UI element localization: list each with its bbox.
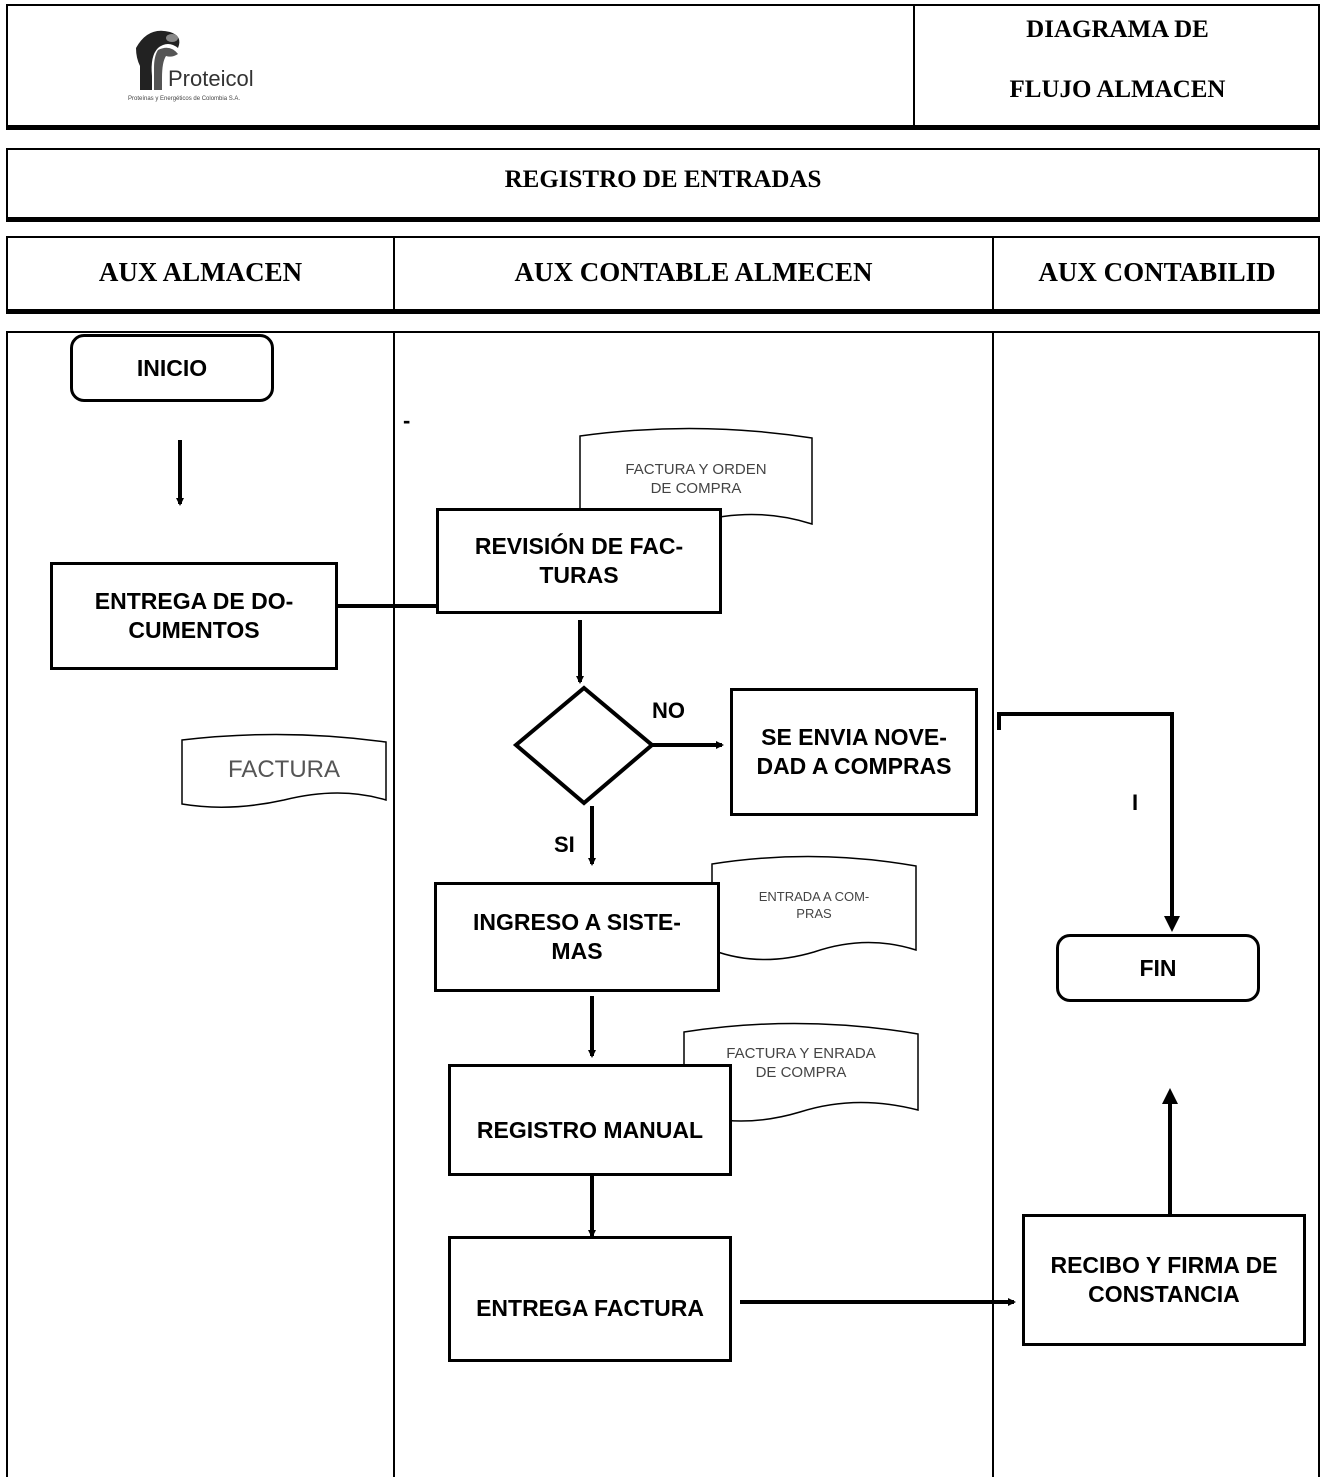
- node-send-news: SE ENVIA NOVE- DAD A COMPRAS: [730, 688, 978, 816]
- decision-diamond: [512, 685, 656, 806]
- node-system-entry-label: INGRESO A SISTE- MAS: [473, 909, 681, 964]
- edge-label-i: I: [1132, 790, 1139, 815]
- doc-title-line1: DIAGRAMA DE: [1026, 16, 1209, 43]
- node-manual-record: REGISTRO MANUAL: [448, 1064, 732, 1176]
- node-end: FIN: [1056, 934, 1260, 1002]
- node-deliver-invoice: ENTREGA FACTURA: [448, 1236, 732, 1362]
- node-system-entry: INGRESO A SISTE- MAS: [434, 882, 720, 992]
- company-logo: Proteicol Proteínas y Energéticos de Col…: [128, 18, 308, 118]
- header-frame: [6, 4, 1320, 130]
- node-review-invoices-label: REVISIÓN DE FAC- TURAS: [474, 533, 684, 588]
- lane-border-right: [1318, 331, 1320, 1477]
- node-start-label: INICIO: [136, 354, 208, 381]
- node-deliver-docs: ENTREGA DE DO- CUMENTOS: [50, 562, 338, 670]
- section-title-frame: [6, 148, 1320, 222]
- lane-header-divider-2: [992, 236, 994, 311]
- lane-divider-1: [393, 331, 395, 1477]
- node-start: INICIO: [70, 334, 274, 402]
- doc-title-line2: FLUJO ALMACEN: [1009, 76, 1226, 103]
- doc-invoice-label: FACTURA: [227, 756, 340, 783]
- header-divider: [913, 4, 915, 127]
- doc-entry-purchases-label: ENTRADA A COM- PRAS: [758, 889, 870, 921]
- lane-divider-2: [992, 331, 994, 1477]
- edge-label-si: SI: [554, 832, 575, 857]
- doc-invoice-order-label: FACTURA Y ORDEN DE COMPRA: [625, 461, 767, 497]
- doc-shape-invoice-entry: [683, 1022, 919, 1122]
- node-deliver-docs-label: ENTREGA DE DO- CUMENTOS: [94, 588, 294, 643]
- node-receipt-sign: RECIBO Y FIRMA DE CONSTANCIA: [1022, 1214, 1306, 1346]
- node-manual-record-label: REGISTRO MANUAL: [476, 1117, 704, 1143]
- node-review-invoices: REVISIÓN DE FAC- TURAS: [436, 508, 722, 614]
- node-end-label: FIN: [1139, 954, 1177, 981]
- section-title: REGISTRO DE ENTRADAS: [504, 166, 822, 193]
- doc-shape-invoice: [181, 733, 387, 808]
- lane-header-divider-1: [393, 236, 395, 311]
- node-send-news-label: SE ENVIA NOVE- DAD A COMPRAS: [756, 724, 952, 779]
- doc-invoice-entry-label: FACTURA Y ENRADA DE COMPRA: [726, 1045, 876, 1081]
- node-receipt-sign-label: RECIBO Y FIRMA DE CONSTANCIA: [1050, 1252, 1278, 1307]
- company-tagline: Proteínas y Energéticos de Colombia S.A.: [128, 96, 241, 102]
- arrow-news-to-end: [997, 712, 1180, 932]
- proteicol-logo-icon: [136, 30, 180, 90]
- node-deliver-invoice-label: ENTREGA FACTURA: [476, 1295, 704, 1321]
- edge-label-no: NO: [652, 698, 685, 723]
- lane-header-frame: [6, 236, 1320, 314]
- edge-label-dash: -: [403, 408, 411, 433]
- doc-shape-entry-purchases: [711, 855, 917, 961]
- lane-header-3: AUX CONTABILID: [1038, 257, 1276, 287]
- lane-header-1: AUX ALMACEN: [98, 257, 303, 287]
- company-name: Proteicol: [168, 66, 254, 91]
- lane-border-left: [6, 331, 8, 1477]
- lane-border-top: [6, 331, 1320, 333]
- lane-header-2: AUX CONTABLE ALMECEN: [514, 257, 873, 287]
